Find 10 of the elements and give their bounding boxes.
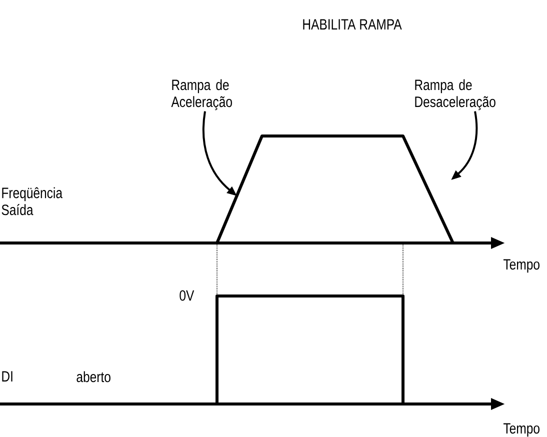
axis-label: Tempo xyxy=(503,423,540,437)
signal-label: DI xyxy=(2,371,12,382)
axis-label: Freqüência Saída xyxy=(2,187,62,216)
ramp-waveform xyxy=(216,134,454,244)
ramp-label: Rampa de Aceleração xyxy=(171,79,232,110)
level-label: 0V xyxy=(180,290,194,301)
title: HABILITA RAMPA xyxy=(303,19,402,30)
state-label: aberto xyxy=(76,371,110,382)
axis-label: Tempo xyxy=(503,259,540,273)
ramp-label: Rampa de Desaceleração xyxy=(415,79,496,110)
